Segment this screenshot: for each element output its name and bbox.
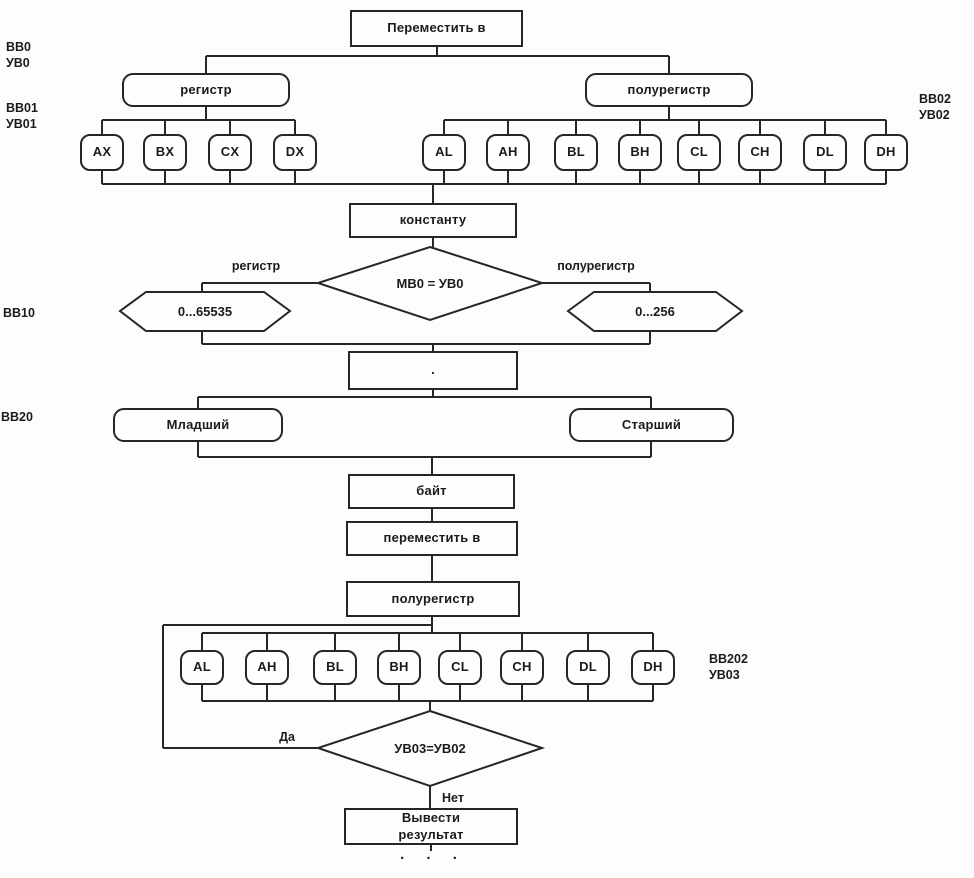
dest-register-box-dh: DH xyxy=(631,650,675,685)
registers-merge-bus xyxy=(101,171,887,203)
decision2-label: УВ03=УВ02 xyxy=(394,740,466,756)
decision1-branches xyxy=(201,282,651,292)
register-box-dx: DX xyxy=(273,134,317,171)
register-box-bx: BX xyxy=(143,134,187,171)
label-ub01: УВ01 xyxy=(6,117,37,131)
range8-label: 0...256 xyxy=(635,303,675,319)
dest-register-box-al: AL xyxy=(180,650,224,685)
register-box-al: AL xyxy=(422,134,466,171)
dest-register-box-bl: BL xyxy=(313,650,357,685)
output-result-line2: результат xyxy=(398,826,464,842)
label-bb02: ВВ02 xyxy=(919,92,951,106)
label-ub03: УВ03 xyxy=(709,668,740,682)
register-box-ah: AH xyxy=(486,134,530,171)
ranges-merge-bus xyxy=(201,331,651,351)
register-box-dl: DL xyxy=(803,134,847,171)
label-bb0: ВВ0 xyxy=(6,40,32,54)
loop-feedback-line xyxy=(162,617,433,749)
range8-hexagon xyxy=(566,291,744,332)
label-ub0: УВ0 xyxy=(6,56,30,70)
dest-register-box-ah: AH xyxy=(245,650,289,685)
register-box-dh: DH xyxy=(864,134,908,171)
branch-label-yes: Да xyxy=(279,730,295,744)
dest-register-top-bus xyxy=(201,632,654,650)
node-halfregister-dest: полурегистр xyxy=(346,581,520,617)
continuation-dots: . . . xyxy=(400,845,466,863)
node-register-group: регистр xyxy=(122,73,290,107)
register-box-cx: CX xyxy=(208,134,252,171)
node-move-to: Переместить в xyxy=(350,10,523,47)
decision2-diamond xyxy=(314,709,546,788)
decision1-label: МВ0 = УВ0 xyxy=(396,275,464,291)
node-low-byte: Младший xyxy=(113,408,283,442)
branch-label-register: регистр xyxy=(231,259,281,273)
dest-register-box-ch: CH xyxy=(500,650,544,685)
node-output-result: Вывести результат xyxy=(344,808,518,845)
dest-register-box-dl: DL xyxy=(566,650,610,685)
dot-to-bytes-bus xyxy=(197,390,652,408)
register-box-bl: BL xyxy=(554,134,598,171)
register8-bus-lines xyxy=(443,107,887,135)
node-high-byte: Старший xyxy=(569,408,734,442)
dest-register-bottom-bus xyxy=(201,685,654,711)
output-result-line1: Вывести xyxy=(401,810,461,826)
branch-label-no: Нет xyxy=(442,791,464,805)
node-byte: байт xyxy=(348,474,515,509)
register-box-ch: CH xyxy=(738,134,782,171)
dest-register-box-bh: BH xyxy=(377,650,421,685)
bytes-merge-bus xyxy=(197,442,652,474)
label-bb20: ВВ20 xyxy=(1,410,33,424)
top-branch-lines xyxy=(205,47,670,74)
node-dot: . xyxy=(348,351,518,390)
range16-hexagon xyxy=(118,291,292,332)
label-bb01: ВВ01 xyxy=(6,101,38,115)
register16-bus-lines xyxy=(101,107,296,134)
decision2-to-result xyxy=(429,786,432,851)
decision1-diamond xyxy=(314,245,546,322)
branch-label-halfregister: полурегистр xyxy=(557,259,635,273)
dest-register-box-cl: CL xyxy=(438,650,482,685)
label-bb10: ВВ10 xyxy=(3,306,35,320)
node-halfregister-group: полурегистр xyxy=(585,73,753,107)
register-box-ax: AX xyxy=(80,134,124,171)
register-box-bh: BH xyxy=(618,134,662,171)
range16-label: 0...65535 xyxy=(177,303,233,319)
label-ub02: УВ02 xyxy=(919,108,950,122)
node-constant: константу xyxy=(349,203,517,238)
register-box-cl: CL xyxy=(677,134,721,171)
node-move-to-2: переместить в xyxy=(346,521,518,556)
label-bb202: ВВ202 xyxy=(709,652,748,666)
